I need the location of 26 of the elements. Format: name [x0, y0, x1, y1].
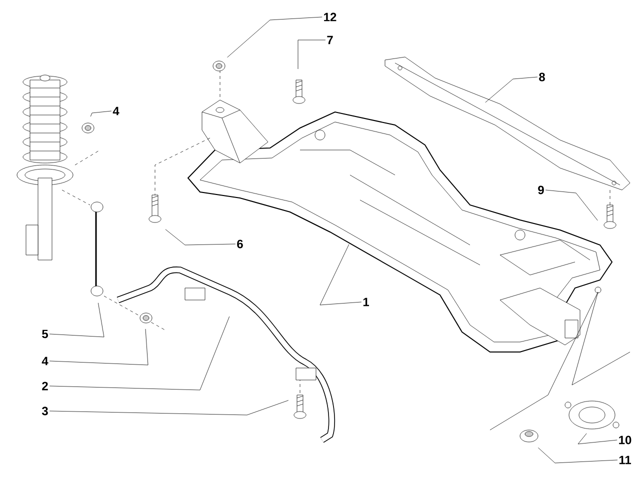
leader-line	[545, 190, 598, 221]
leader-line	[49, 302, 104, 338]
callout-number: 6	[237, 240, 243, 248]
callout-number: 2	[42, 382, 48, 390]
callout-number: 7	[327, 36, 333, 44]
leader-line	[298, 40, 326, 70]
callout-number: 9	[538, 186, 544, 194]
leader-line	[49, 328, 148, 366]
leader-line	[227, 16, 322, 58]
callout-number: 1	[363, 298, 369, 306]
callout-number: 5	[42, 330, 48, 338]
callout-number: 3	[42, 406, 48, 416]
callout-number: 4	[42, 356, 48, 366]
leader-line	[90, 110, 112, 117]
leader-line	[485, 76, 538, 103]
callout-number: 10	[619, 436, 632, 444]
leader-line	[165, 229, 236, 246]
leader-line	[49, 400, 289, 416]
callout-number: 12	[324, 12, 336, 22]
callout-number: 8	[539, 72, 545, 82]
leader-line	[49, 316, 230, 390]
leader-line	[320, 244, 362, 306]
callout-number: 11	[619, 456, 631, 464]
leader-line	[538, 448, 618, 464]
callout-number: 4	[112, 106, 120, 116]
leader-line	[578, 433, 618, 444]
